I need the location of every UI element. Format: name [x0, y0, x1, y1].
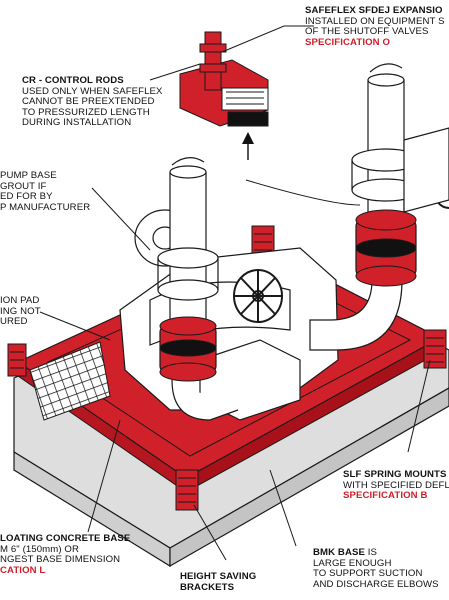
- valve-handwheel: [233, 269, 283, 323]
- concrete-base-line-1: M 6" (150mm) OR: [0, 543, 79, 555]
- grout-mesh: [29, 341, 111, 421]
- bmk-base-callout: BMK BASE IS LARGE ENOUGH TO SUPPORT SUCT…: [313, 547, 439, 590]
- safeflex-line-1: INSTALLED ON EQUIPMENT S: [305, 15, 445, 27]
- isolation-pad-line-3: URED: [0, 316, 28, 328]
- height-brackets-title: HEIGHT SAVING: [180, 571, 257, 582]
- discharge-valve: [403, 127, 449, 213]
- isolation-pad-line-1: ION PAD: [0, 295, 40, 306]
- pump-base-line-2: GROUT IF: [0, 180, 47, 192]
- control-rods-line-4: DURING INSTALLATION: [22, 117, 132, 129]
- control-rods-callout: CR - CONTROL RODS USED ONLY WHEN SAFEFLE…: [22, 75, 163, 129]
- concrete-base-title: LOATING CONCRETE BASE: [0, 533, 131, 544]
- safeflex-spec: SPECIFICATION O: [305, 36, 391, 48]
- pump-base-line-3: ED FOR BY: [0, 191, 53, 203]
- control-rods-title: CR - CONTROL RODS: [22, 75, 124, 86]
- slf-mounts-line-1: WITH SPECIFIED DEFL: [343, 479, 449, 491]
- concrete-base-callout: LOATING CONCRETE BASE M 6" (150mm) OR NG…: [0, 533, 131, 576]
- isolation-pad-callout: ION PAD ING NOT URED: [0, 295, 41, 328]
- slf-mounts-callout: SLF SPRING MOUNTS WITH SPECIFIED DEFL SP…: [343, 469, 449, 502]
- control-rod-detail: [179, 31, 269, 127]
- height-brackets-title-2: BRACKETS: [180, 581, 235, 593]
- bmk-base-line-2: TO SUPPORT SUCTION: [313, 568, 423, 580]
- bmk-base-title: BMK BASE: [313, 547, 365, 558]
- spring-mount-front: [175, 469, 199, 511]
- safeflex-title: SAFEFLEX SFDEJ EXPANSIO: [305, 5, 443, 16]
- safeflex-callout: SAFEFLEX SFDEJ EXPANSIO INSTALLED ON EQU…: [305, 5, 445, 48]
- control-rod-arrow: [242, 132, 254, 160]
- expansion-joint-left: [159, 316, 217, 382]
- expansion-joint-right: [355, 209, 417, 287]
- pump-base-callout: PUMP BASE GROUT IF ED FOR BY P MANUFACTU…: [0, 170, 91, 213]
- control-rods-line-2: CANNOT BE PREEXTENDED: [22, 96, 155, 108]
- bmk-base-line-1: LARGE ENOUGH: [313, 557, 392, 569]
- control-rods-line-3: TO PRESSURIZED LENGTH: [22, 106, 150, 118]
- bmk-base-line-3: AND DISCHARGE ELBOWS: [313, 578, 439, 590]
- control-rods-line-1: USED ONLY WHEN SAFEFLEX: [22, 85, 163, 97]
- slf-mounts-spec: SPECIFICATION B: [343, 490, 428, 502]
- concrete-base-line-2: NGEST BASE DIMENSION: [0, 554, 121, 566]
- spring-mount-left: [7, 343, 27, 377]
- pump-base-line-1: PUMP BASE: [0, 170, 57, 181]
- isolation-pad-line-2: ING NOT: [0, 305, 41, 317]
- leader-lines: [39, 25, 431, 561]
- discharge-pipe: [309, 63, 421, 351]
- concrete-base-spec: CATION L: [0, 564, 46, 576]
- slf-mounts-title: SLF SPRING MOUNTS: [343, 469, 447, 480]
- bmk-base-title-suffix: IS: [364, 547, 377, 558]
- spring-mount-right: [423, 329, 447, 369]
- pump-base-line-4: P MANUFACTURER: [0, 201, 91, 213]
- height-brackets-callout: HEIGHT SAVING BRACKETS: [180, 571, 257, 593]
- safeflex-line-2: OF THE SHUTOFF VALVES: [305, 26, 429, 38]
